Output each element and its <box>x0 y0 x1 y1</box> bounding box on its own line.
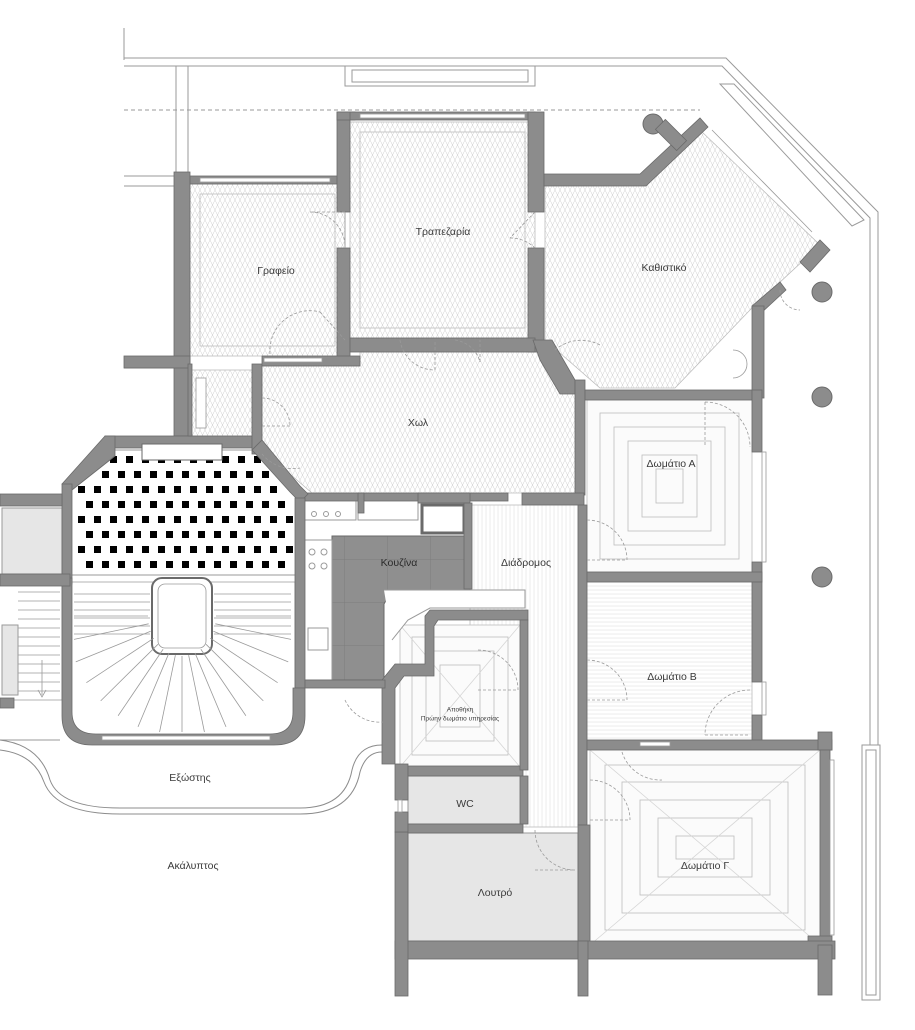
entrance-landing <box>141 443 223 461</box>
wet-rooms <box>1 507 579 942</box>
label-wc: WC <box>456 798 474 810</box>
label-domatio-a: Δωμάτιο Α <box>647 458 696 470</box>
staircase <box>0 577 296 736</box>
label-diadromos: Διάδρομος <box>501 557 551 569</box>
label-hol: Χωλ <box>408 417 429 429</box>
planters <box>344 65 881 1001</box>
walls <box>0 111 836 997</box>
label-kathistiko: Καθιστικό <box>641 262 686 274</box>
windows <box>101 113 835 936</box>
entrance-floor <box>69 449 301 576</box>
label-loutro: Λουτρό <box>478 887 513 899</box>
label-apothiki-2: Πρώην δωμάτιο υπηρεσίας <box>421 715 499 723</box>
floor-finishes <box>189 121 821 946</box>
label-grafeio: Γραφείο <box>257 265 295 277</box>
storage-cabinet <box>195 377 207 429</box>
balcony <box>0 739 383 815</box>
label-domatio-g: Δωμάτιο Γ <box>681 860 730 872</box>
room-labels: Γραφείο Τραπεζαρία Καθιστικό Χωλ Δωμάτιο… <box>167 226 729 899</box>
label-akalyptos: Ακάλυπτος <box>167 860 218 872</box>
label-exostis: Εξώστης <box>169 772 210 784</box>
label-trapezaria: Τραπεζαρία <box>416 226 471 238</box>
doors <box>261 211 801 871</box>
label-apothiki-1: Αποθήκη <box>447 707 474 714</box>
label-kouzina: Κουζίνα <box>381 557 418 569</box>
label-domatio-b: Δωμάτιο Β <box>647 671 697 683</box>
